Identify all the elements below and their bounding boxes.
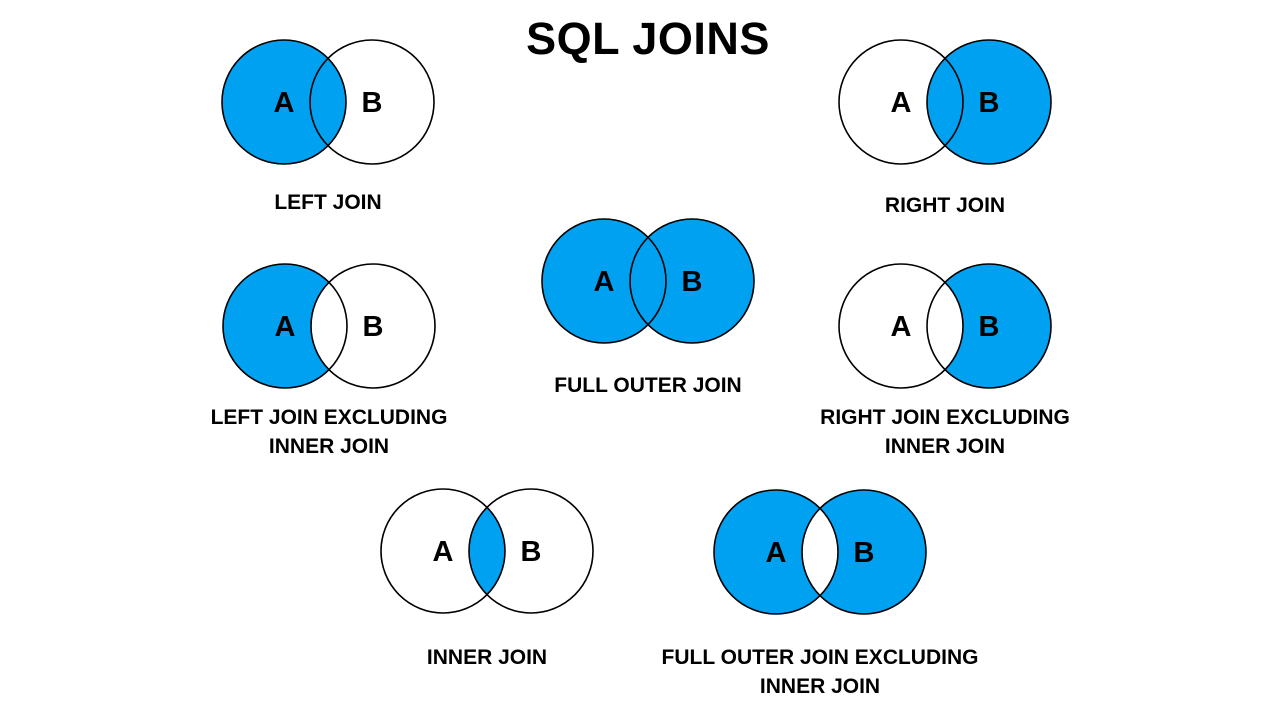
caption-line: FULL OUTER JOIN	[554, 374, 742, 397]
diagram-caption: INNER JOIN	[307, 643, 667, 672]
set-a-label: A	[274, 87, 295, 119]
set-b-label: B	[363, 311, 384, 343]
circle-b-fill	[311, 264, 435, 388]
circle-b-fill	[927, 40, 1051, 164]
circle-a-fill	[542, 219, 666, 343]
caption-line: RIGHT JOIN EXCLUDING	[820, 406, 1070, 429]
set-a-label: A	[891, 87, 912, 119]
circle-b-outline	[629, 218, 755, 344]
diagram-caption: LEFT JOIN EXCLUDING INNER JOIN	[149, 403, 509, 461]
diagram-caption: FULL OUTER JOIN EXCLUDING INNER JOIN	[640, 643, 1000, 701]
circle-b-fill	[802, 490, 926, 614]
circle-b-fill	[469, 489, 593, 613]
caption-line: RIGHT JOIN	[884, 194, 1006, 217]
circle-a-fill	[222, 40, 346, 164]
set-b-label: B	[979, 87, 1000, 119]
circle-a-fill	[839, 264, 963, 388]
diagram-caption: RIGHT JOIN	[765, 191, 1125, 220]
circle-b-outline	[468, 488, 594, 614]
circle-a-fill	[223, 264, 347, 388]
circle-a-fill	[714, 490, 838, 614]
caption-line: LEFT JOIN EXCLUDING	[210, 406, 448, 429]
circle-b-fill	[310, 40, 434, 164]
circle-b-fill	[630, 219, 754, 343]
set-a-label: A	[594, 266, 615, 298]
circle-a-outline	[541, 218, 667, 344]
set-a-label: A	[275, 311, 296, 343]
circle-b-outline	[926, 263, 1052, 389]
set-b-label: B	[979, 311, 1000, 343]
caption-line: FULL OUTER JOIN EXCLUDING	[661, 646, 979, 669]
circle-a-outline	[838, 39, 964, 165]
caption-line: LEFT JOIN	[274, 191, 382, 214]
circle-a-outline	[222, 263, 348, 389]
diagram-caption: RIGHT JOIN EXCLUDING INNER JOIN	[765, 403, 1125, 461]
circle-b-outline	[801, 489, 927, 615]
circle-a-outline	[838, 263, 964, 389]
set-b-label: B	[854, 537, 875, 569]
caption-line: INNER JOIN	[426, 646, 548, 669]
set-a-label: A	[891, 311, 912, 343]
circle-a-fill	[381, 489, 505, 613]
set-b-label: B	[521, 536, 542, 568]
caption-line: INNER JOIN	[268, 435, 390, 458]
diagram-caption: FULL OUTER JOIN	[468, 371, 828, 400]
page-title: SQL JOINS	[526, 13, 770, 64]
circle-a-outline	[221, 39, 347, 165]
set-a-label: A	[433, 536, 454, 568]
set-a-label: A	[766, 537, 787, 569]
diagram-caption: LEFT JOIN	[148, 188, 508, 217]
circle-a-outline	[713, 489, 839, 615]
set-b-label: B	[362, 87, 383, 119]
set-b-label: B	[682, 266, 703, 298]
caption-line: INNER JOIN	[884, 435, 1006, 458]
circle-b-outline	[309, 39, 435, 165]
circle-b-fill	[927, 264, 1051, 388]
circle-a-fill	[839, 40, 963, 164]
circle-b-outline	[310, 263, 436, 389]
circle-a-outline	[380, 488, 506, 614]
circle-b-outline	[926, 39, 1052, 165]
caption-line: INNER JOIN	[759, 675, 881, 698]
